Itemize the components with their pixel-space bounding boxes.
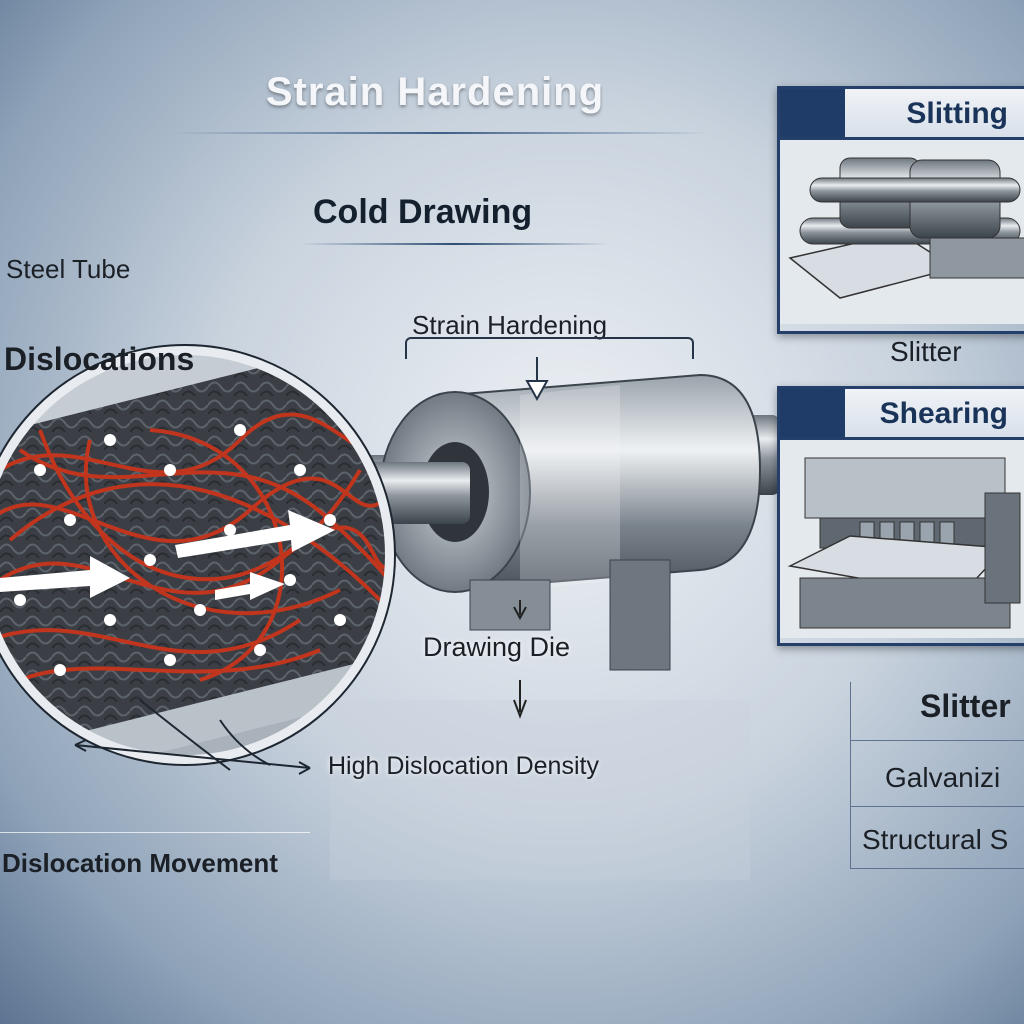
list-item: Galvanizi [885, 762, 1001, 793]
list-divider [850, 740, 1024, 741]
down-arrow-icon [525, 357, 549, 402]
movement-divider [0, 832, 310, 833]
list-divider [850, 868, 1024, 869]
dislocation-movement-label: Dislocation Movement [2, 848, 278, 878]
main-title: Strain Hardening [265, 70, 605, 114]
shearing-panel-header: Shearing [780, 389, 1024, 440]
list-item: Slitter [920, 688, 1011, 724]
drawing-die-label: Drawing Die [423, 632, 571, 662]
shearing-panel-title: Shearing [879, 397, 1008, 430]
list-vertical-rule [850, 682, 851, 868]
dislocations-label: Dislocations [4, 341, 195, 377]
list-divider [850, 806, 1024, 807]
slitting-panel-header: Slitting [780, 89, 1024, 140]
steel-tube-label: Steel Tube [6, 254, 131, 284]
slitting-panel: Slitting [777, 86, 1024, 334]
subtitle-underline [300, 243, 610, 245]
title-underline [170, 132, 710, 134]
slitting-panel-title: Slitting [906, 97, 1008, 130]
slitter-caption: Slitter [890, 336, 962, 367]
strain-hardening-bracket [405, 337, 694, 359]
list-item: Structural S [862, 824, 1009, 855]
high-dislocation-density-label: High Dislocation Density [328, 752, 599, 780]
side-list [830, 672, 1024, 872]
strain-hardening-label: Strain Hardening [412, 310, 608, 340]
shearing-panel: Shearing [777, 386, 1024, 646]
subtitle: Cold Drawing [313, 193, 533, 231]
